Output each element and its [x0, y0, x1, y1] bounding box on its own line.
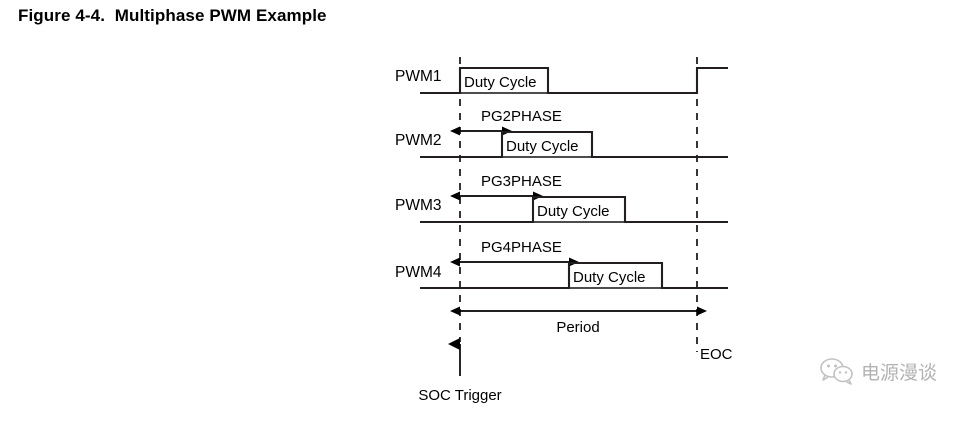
period-label: Period: [556, 319, 599, 336]
signal-label-pwm4: PWM4: [395, 264, 442, 281]
watermark: 电源漫谈: [820, 357, 937, 385]
duty-cycle-label-pwm2: Duty Cycle: [506, 138, 579, 155]
watermark-text: 电源漫谈: [861, 361, 938, 384]
eoc-label: EOC: [700, 346, 733, 363]
figure-title: Figure 4-4. Multiphase PWM Example: [18, 6, 327, 25]
soc-trigger-label: SOC Trigger: [418, 387, 501, 404]
wechat-icon: [820, 358, 853, 385]
signal-label-pwm1: PWM1: [395, 68, 442, 85]
phase-label-pg3phase: PG3PHASE: [481, 173, 562, 190]
duty-cycle-label-pwm4: Duty Cycle: [573, 269, 646, 286]
signal-label-pwm2: PWM2: [395, 132, 442, 149]
duty-cycle-box-pwm4: [568, 262, 663, 289]
duty-cycle-box-pwm3: [532, 196, 626, 223]
duty-cycle-label-pwm3: Duty Cycle: [537, 203, 610, 220]
phase-label-pg2phase: PG2PHASE: [481, 108, 562, 125]
duty-cycle-box-pwm2: [501, 131, 593, 158]
phase-label-pg4phase: PG4PHASE: [481, 239, 562, 256]
duty-cycle-box-pwm1: [459, 67, 549, 94]
signal-label-pwm3: PWM3: [395, 197, 442, 214]
duty-cycle-label-pwm1: Duty Cycle: [464, 74, 537, 91]
